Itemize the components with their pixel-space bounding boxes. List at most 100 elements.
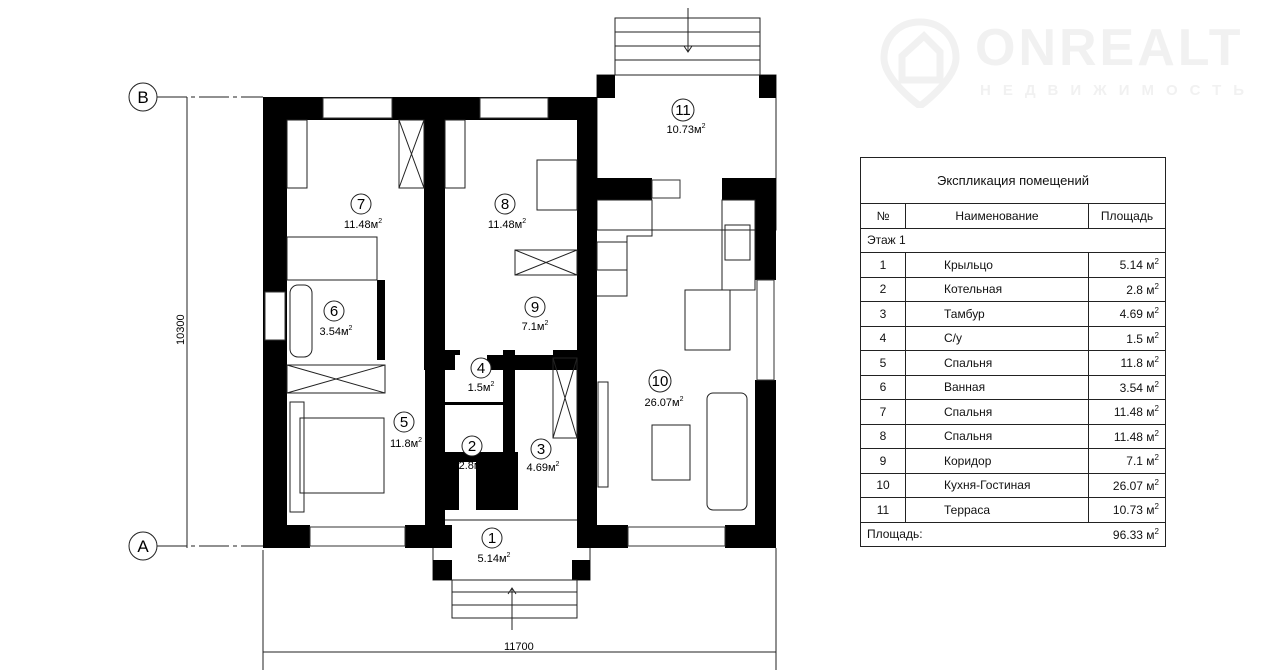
room-area: 10.73 м2 — [1088, 497, 1166, 523]
room-schedule-table: Экспликация помещений № Наименование Пло… — [860, 157, 1166, 547]
svg-text:11700: 11700 — [504, 641, 534, 653]
room-labels: 15.14м2 22.8м2 34.69м2 41.5м2 511.8м2 63… — [320, 98, 706, 565]
svg-text:7.1м2: 7.1м2 — [522, 320, 549, 333]
wardrobe — [552, 357, 578, 439]
room-number: 8 — [860, 423, 906, 449]
room-name: Тамбур — [905, 301, 1089, 327]
room-label-6: 6 3.54м2 — [320, 300, 353, 338]
room-name: Спальня — [905, 423, 1089, 449]
kitchen-counter — [721, 199, 756, 291]
sliding-partition — [597, 381, 609, 488]
svg-text:1.5м2: 1.5м2 — [468, 381, 495, 394]
room-area: 26.07 м2 — [1088, 472, 1166, 498]
coffee-table — [651, 424, 691, 481]
dimension-height: 10300 — [175, 97, 188, 548]
logo-tagline: НЕДВИЖИМОСТЬ — [980, 82, 1257, 99]
furniture — [286, 119, 756, 513]
room-number: 4 — [860, 325, 906, 351]
room-area: 7.1 м2 — [1088, 448, 1166, 474]
double-bed — [299, 417, 385, 494]
stove — [596, 241, 628, 271]
svg-text:6: 6 — [330, 303, 338, 320]
room-name: Терраса — [905, 497, 1089, 523]
room-name: Коридор — [905, 448, 1089, 474]
table-title: Экспликация помещений — [860, 157, 1166, 204]
room-name: Котельная — [905, 276, 1089, 302]
svg-text:11: 11 — [675, 102, 691, 119]
room-label-10: 10 26.07м2 — [645, 369, 684, 409]
room-label-5: 5 11.8м2 — [390, 411, 422, 450]
room-area: 3.54 м2 — [1088, 374, 1166, 400]
bathtub — [289, 284, 313, 358]
svg-text:4.69м2: 4.69м2 — [527, 461, 560, 474]
sink — [724, 224, 751, 261]
svg-text:7: 7 — [357, 196, 365, 213]
room-area: 5.14 м2 — [1088, 252, 1166, 278]
room-number: 5 — [860, 350, 906, 376]
room-label-4: 4 1.5м2 — [468, 357, 495, 394]
desk — [444, 119, 466, 189]
room-area: 11.48 м2 — [1088, 423, 1166, 449]
svg-text:А: А — [137, 537, 149, 556]
room-number: 11 — [860, 497, 906, 523]
room-number: 10 — [860, 472, 906, 498]
logo-name: ONREALT — [975, 19, 1244, 77]
room-number: 2 — [860, 276, 906, 302]
room-name: Кухня-Гостиная — [905, 472, 1089, 498]
svg-text:3.54м2: 3.54м2 — [320, 325, 353, 338]
room-label-1: 1 5.14м2 — [478, 527, 511, 565]
room-number: 7 — [860, 399, 906, 425]
svg-text:10300: 10300 — [175, 314, 187, 345]
svg-text:В: В — [137, 88, 148, 107]
room-name: С/у — [905, 325, 1089, 351]
sofa — [706, 392, 748, 511]
svg-text:11.8м2: 11.8м2 — [390, 437, 422, 450]
room-number: 6 — [860, 374, 906, 400]
bed — [286, 236, 378, 281]
room-label-11: 11 10.73м2 — [667, 98, 706, 136]
room-name: Спальня — [905, 350, 1089, 376]
room-number: 9 — [860, 448, 906, 474]
svg-text:10: 10 — [652, 373, 669, 390]
room-area: 11.8 м2 — [1088, 350, 1166, 376]
desk — [286, 119, 308, 189]
svg-text:5.14м2: 5.14м2 — [478, 552, 511, 565]
bed — [536, 159, 578, 211]
svg-text:5: 5 — [400, 414, 408, 431]
walls — [263, 97, 776, 548]
room-name: Спальня — [905, 399, 1089, 425]
svg-text:10.73м2: 10.73м2 — [667, 123, 706, 136]
room-area: 4.69 м2 — [1088, 301, 1166, 327]
svg-text:8: 8 — [501, 196, 509, 213]
room-label-8: 8 11.48м2 — [488, 193, 526, 231]
wardrobe — [514, 249, 578, 276]
table-header: № Наименование Площадь — [860, 203, 1166, 229]
svg-text:11.48м2: 11.48м2 — [344, 218, 382, 231]
svg-text:4: 4 — [477, 360, 485, 377]
porch — [432, 519, 591, 630]
room-number: 3 — [860, 301, 906, 327]
room-area: 1.5 м2 — [1088, 325, 1166, 351]
room-number: 1 — [860, 252, 906, 278]
room-name: Крыльцо — [905, 252, 1089, 278]
svg-text:11.48м2: 11.48м2 — [488, 218, 526, 231]
wardrobe — [286, 364, 386, 394]
room-name: Ванная — [905, 374, 1089, 400]
svg-text:1: 1 — [488, 530, 496, 547]
wardrobe — [398, 119, 425, 189]
svg-text:26.07м2: 26.07м2 — [645, 396, 684, 409]
floor-row: Этаж 1 — [860, 227, 1166, 253]
total-row: Площадь: 96.33 м2 — [860, 521, 1166, 547]
room-label-7: 7 11.48м2 — [344, 193, 382, 231]
